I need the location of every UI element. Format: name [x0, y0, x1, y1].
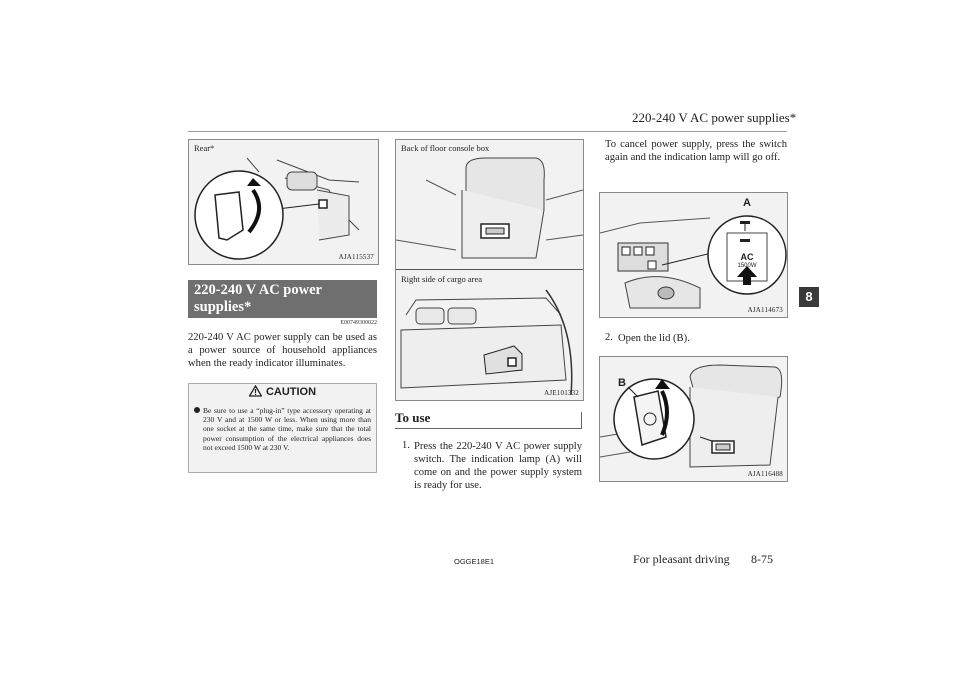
running-header: 220-240 V AC power supplies*	[632, 110, 797, 125]
figure-code-lid: AJA116488	[747, 470, 783, 478]
figure-label-console: Back of floor console box	[401, 143, 490, 153]
console-box-illustration	[396, 157, 583, 259]
figure-label-cargo: Right side of cargo area	[401, 274, 483, 284]
warning-triangle-icon	[248, 384, 263, 402]
document-code: OGGE18E1	[454, 557, 495, 566]
step-1-text: Press the 220-240 V AC power supply swit…	[414, 441, 582, 491]
caution-box: CAUTION Be sure to use a “plug-in” type …	[188, 383, 377, 473]
figure-power-switch: A AC 1500W AJA114673	[599, 192, 788, 318]
heading-rule	[395, 428, 582, 429]
switch-sublabel: 1500W	[737, 263, 757, 269]
step-number: 1.	[402, 440, 410, 451]
figure-label: Rear*	[194, 143, 215, 153]
cancel-paragraph: To cancel power supply, press the switch…	[605, 139, 787, 163]
callout-a: A	[743, 197, 751, 209]
heading-rule-end	[581, 412, 582, 429]
open-lid-illustration	[600, 364, 783, 468]
figure-open-lid: B AJA116488	[599, 356, 788, 482]
to-use-heading: To use	[395, 410, 431, 425]
figure-rear-socket: Rear* AJA115537	[188, 139, 379, 265]
figure-code-cargo: AJE101332	[544, 389, 579, 397]
caution-title: CAUTION	[265, 386, 317, 398]
rear-socket-illustration	[194, 157, 360, 260]
section-heading: 220-240 V AC power supplies*	[188, 280, 377, 318]
section-id: E00749300022	[340, 320, 377, 326]
step-2-text: Open the lid (B).	[618, 333, 690, 344]
figure-code-switch: AJA114673	[747, 306, 783, 314]
cargo-area-illustration	[400, 289, 573, 396]
step-number: 2.	[605, 332, 613, 343]
page-number: 8-75	[751, 552, 773, 566]
intro-paragraph: 220-240 V AC power supply can be used as…	[188, 332, 377, 369]
caution-text: Be sure to use a “plug-in” type accessor…	[203, 406, 371, 452]
figure-divider	[396, 269, 583, 270]
chapter-tab: 8	[799, 287, 819, 307]
bullet-icon	[194, 407, 200, 413]
caution-header: CAUTION	[189, 384, 376, 400]
switch-label: AC	[740, 252, 754, 262]
footer-section: For pleasant driving	[633, 552, 730, 566]
figure-code: AJA115537	[338, 253, 374, 261]
header-rule	[188, 131, 787, 132]
callout-b: B	[618, 377, 626, 389]
power-switch-illustration	[600, 215, 787, 309]
figure-console-cargo: Back of floor console box Right side of …	[395, 139, 584, 401]
